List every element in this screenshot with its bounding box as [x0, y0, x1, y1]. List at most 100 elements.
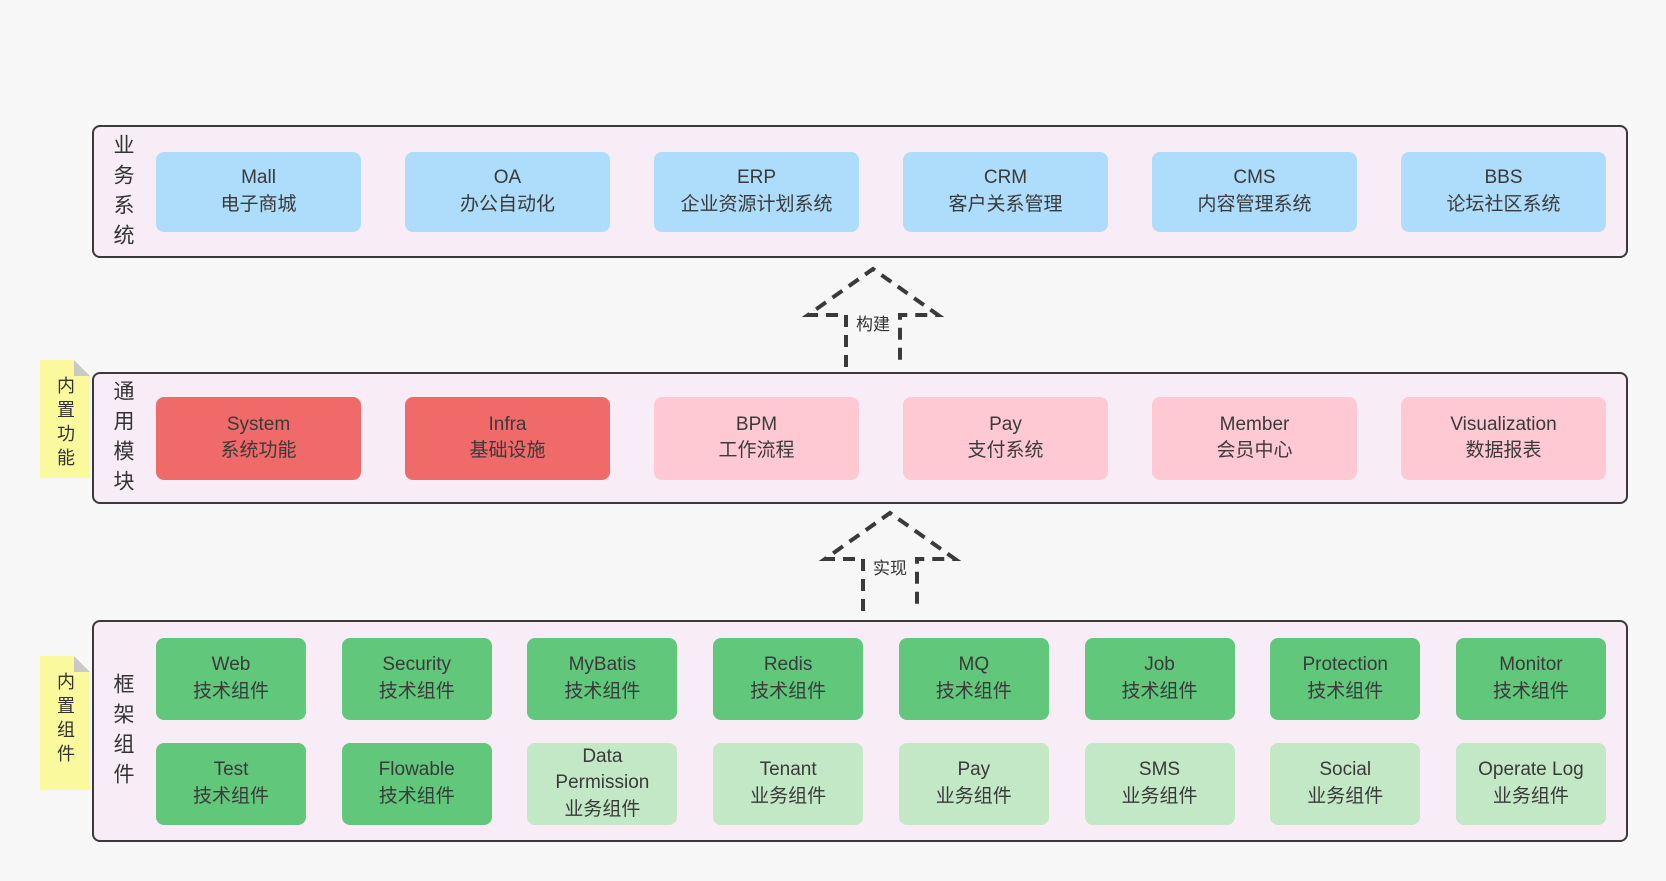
- box-subtitle: 技术组件: [935, 680, 1012, 702]
- box-title: OA: [493, 167, 522, 189]
- box-subtitle: 会员中心: [1216, 440, 1293, 461]
- box-subtitle: 技术组件: [1492, 680, 1569, 702]
- modules-boxes-row: System 系统功能 Infra 基础设施 BPM 工作流程 Pay 支付系统…: [150, 374, 1626, 502]
- box-subtitle: 业务组件: [564, 798, 641, 820]
- box-redis: Redis 技术组件: [713, 637, 864, 720]
- box-title: Social: [1319, 759, 1372, 781]
- box-title: Visualization: [1450, 413, 1557, 435]
- box-subtitle: 技术组件: [1307, 680, 1384, 702]
- box-title: Mall: [241, 167, 276, 189]
- box-monitor: Monitor 技术组件: [1455, 637, 1606, 720]
- box-subtitle: 办公自动化: [459, 193, 555, 215]
- box-bbs: BBS 论坛社区系统: [1401, 151, 1606, 232]
- box-title: ERP: [736, 167, 777, 189]
- box-subtitle: 业务组件: [1121, 785, 1198, 807]
- box-title: Data Permission: [555, 746, 650, 794]
- box-subtitle: 基础设施: [469, 440, 546, 461]
- box-data-permission: Data Permission 业务组件: [527, 742, 678, 825]
- framework-boxes-grid: Web 技术组件 Security 技术组件 MyBatis 技术组件 Redi…: [150, 622, 1626, 840]
- box-oa: OA 办公自动化: [405, 151, 610, 232]
- box-test: Test 技术组件: [156, 742, 306, 825]
- box-member: Member 会员中心: [1152, 396, 1357, 480]
- build-arrow: 构建: [798, 263, 948, 367]
- box-crm: CRM 客户关系管理: [903, 151, 1108, 232]
- box-title: System: [226, 413, 291, 435]
- box-bpm: BPM 工作流程: [654, 396, 859, 480]
- box-subtitle: 电子商城: [220, 193, 297, 215]
- box-subtitle: 业务组件: [750, 785, 827, 807]
- sticky-note-text: 内置组件: [55, 672, 75, 768]
- box-mybatis: MyBatis 技术组件: [527, 637, 678, 720]
- box-title: Infra: [488, 413, 527, 435]
- sticky-note-builtin-components: 内置组件: [40, 656, 90, 790]
- box-mall: Mall 电子商城: [156, 151, 361, 232]
- box-subtitle: 技术组件: [1121, 680, 1198, 702]
- box-title: Pay: [989, 413, 1022, 435]
- box-title: Monitor: [1499, 654, 1563, 676]
- box-title: Protection: [1302, 654, 1388, 676]
- box-title: Tenant: [759, 759, 817, 781]
- box-subtitle: 业务组件: [935, 785, 1012, 807]
- box-visualization: Visualization 数据报表: [1401, 396, 1606, 480]
- box-subtitle: 技术组件: [750, 680, 827, 702]
- box-subtitle: 技术组件: [192, 785, 269, 807]
- folded-corner-icon: [74, 360, 90, 376]
- box-cms: CMS 内容管理系统: [1152, 151, 1357, 232]
- section-label-framework: 框架组件: [111, 673, 134, 793]
- box-title: CRM: [983, 167, 1028, 189]
- box-subtitle: 论坛社区系统: [1446, 193, 1561, 215]
- box-title: CMS: [1233, 167, 1276, 189]
- box-protection: Protection 技术组件: [1270, 637, 1421, 720]
- box-subtitle: 技术组件: [378, 785, 455, 807]
- box-tenant: Tenant 业务组件: [713, 742, 864, 825]
- section-label-modules: 通用模块: [111, 380, 134, 500]
- box-erp: ERP 企业资源计划系统: [654, 151, 859, 232]
- section-common-modules: 通用模块 System 系统功能 Infra 基础设施 BPM 工作流程 Pay…: [92, 372, 1628, 504]
- box-title: BBS: [1484, 167, 1523, 189]
- box-subtitle: 系统功能: [220, 440, 297, 461]
- box-title: Test: [213, 759, 249, 781]
- box-job: Job 技术组件: [1084, 637, 1235, 720]
- box-title: Web: [211, 654, 251, 676]
- section-business-systems: 业务系统 Mall 电子商城 OA 办公自动化 ERP 企业资源计划系统 CRM…: [92, 125, 1628, 258]
- section-label-business: 业务系统: [111, 133, 134, 254]
- box-title: Flowable: [378, 759, 455, 781]
- framework-row-1: Web 技术组件 Security 技术组件 MyBatis 技术组件 Redi…: [156, 637, 1606, 720]
- box-subtitle: 技术组件: [192, 680, 269, 702]
- box-title: MyBatis: [568, 654, 637, 676]
- box-sms: SMS 业务组件: [1084, 742, 1235, 825]
- business-boxes-row: Mall 电子商城 OA 办公自动化 ERP 企业资源计划系统 CRM 客户关系…: [150, 127, 1626, 256]
- sticky-note-builtin-features: 内置功能: [40, 360, 90, 478]
- box-operate-log: Operate Log 业务组件: [1455, 742, 1606, 825]
- framework-row-2: Test 技术组件 Flowable 技术组件 Data Permission …: [156, 742, 1606, 825]
- box-subtitle: 企业资源计划系统: [680, 193, 833, 215]
- box-social: Social 业务组件: [1270, 742, 1421, 825]
- box-title: Pay: [957, 759, 991, 781]
- box-title: Redis: [763, 654, 813, 676]
- dashed-up-arrow-icon: [818, 510, 962, 611]
- box-pay-system: Pay 支付系统: [903, 396, 1108, 480]
- box-title: BPM: [735, 413, 778, 435]
- box-title: SMS: [1138, 759, 1181, 781]
- box-flowable: Flowable 技术组件: [341, 742, 492, 825]
- box-subtitle: 技术组件: [378, 680, 455, 702]
- box-title: MQ: [958, 654, 990, 676]
- box-web: Web 技术组件: [156, 637, 306, 720]
- box-subtitle: 支付系统: [967, 440, 1044, 461]
- folded-corner-icon: [74, 656, 90, 672]
- box-subtitle: 客户关系管理: [948, 193, 1063, 215]
- implement-arrow-label: 实现: [871, 553, 909, 580]
- box-system: System 系统功能: [156, 396, 361, 480]
- sticky-note-text: 内置功能: [55, 376, 75, 472]
- box-pay-component: Pay 业务组件: [898, 742, 1049, 825]
- box-title: Security: [382, 654, 452, 676]
- box-subtitle: 数据报表: [1465, 440, 1542, 461]
- box-subtitle: 内容管理系统: [1197, 193, 1312, 215]
- box-subtitle: 工作流程: [718, 440, 795, 461]
- box-subtitle: 业务组件: [1307, 785, 1384, 807]
- box-security: Security 技术组件: [341, 637, 492, 720]
- dashed-up-arrow-icon: [801, 266, 945, 367]
- implement-arrow: 实现: [815, 507, 965, 611]
- box-infra: Infra 基础设施: [405, 396, 610, 480]
